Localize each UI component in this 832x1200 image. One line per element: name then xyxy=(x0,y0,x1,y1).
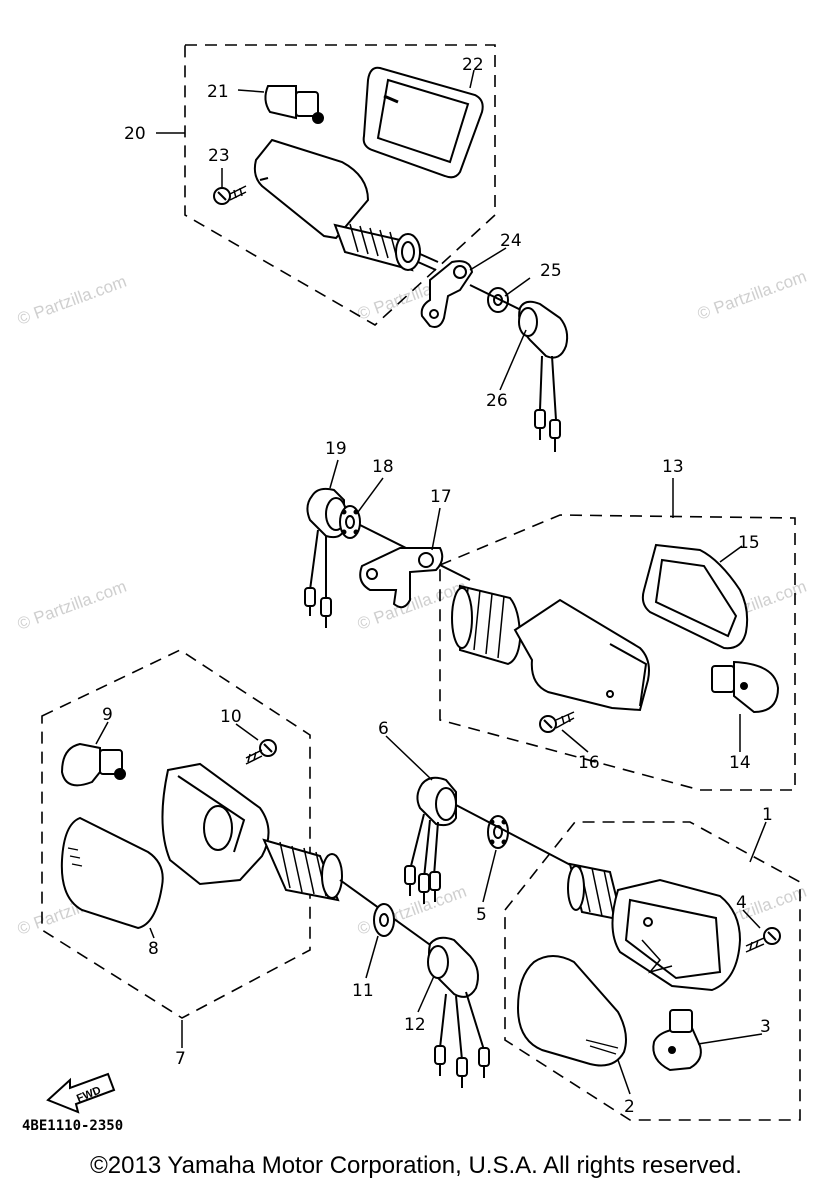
callout-20: 20 xyxy=(124,124,146,144)
bulb-3 xyxy=(652,1009,702,1072)
socket-19 xyxy=(304,487,347,628)
bracket-17 xyxy=(359,547,444,609)
callout-13: 13 xyxy=(662,457,684,477)
screw-16 xyxy=(539,711,575,733)
socket-12 xyxy=(427,936,490,1088)
housing-1 xyxy=(567,862,742,992)
callout-8: 8 xyxy=(148,939,159,959)
lens-15 xyxy=(641,543,749,650)
grommet-11 xyxy=(373,903,395,937)
bracket-24 xyxy=(420,260,474,328)
callout-26: 26 xyxy=(486,391,508,411)
callout-11: 11 xyxy=(352,981,374,1001)
callout-12: 12 xyxy=(404,1015,426,1035)
callout-22: 22 xyxy=(462,55,484,75)
screw-10 xyxy=(245,739,277,765)
lens-2 xyxy=(516,955,627,1067)
callout-16: 16 xyxy=(578,753,600,773)
leader-lines xyxy=(95,69,767,1095)
lens-22 xyxy=(362,66,484,179)
grommet-18 xyxy=(339,505,361,539)
callout-3: 3 xyxy=(760,1017,771,1037)
turn-signal-assembly-front-left xyxy=(404,776,801,1121)
housing-7 xyxy=(161,762,343,902)
copyright-notice: ©2013 Yamaha Motor Corporation, U.S.A. A… xyxy=(90,1152,742,1179)
callout-10: 10 xyxy=(220,707,242,727)
turn-signal-assembly-rear-left xyxy=(304,487,796,791)
turn-signal-assembly-rear-right xyxy=(184,44,569,452)
forward-arrow-icon: FWD xyxy=(46,1072,116,1114)
callout-25: 25 xyxy=(540,261,562,281)
callout-18: 18 xyxy=(372,457,394,477)
callout-4: 4 xyxy=(736,893,747,913)
callout-2: 2 xyxy=(624,1097,635,1117)
callout-9: 9 xyxy=(102,705,113,725)
diagram-code: 4BE1110-2350 xyxy=(22,1118,123,1134)
callout-24: 24 xyxy=(500,231,522,251)
bulb-14 xyxy=(711,660,780,714)
wiring-front-right xyxy=(339,879,490,1088)
bulb-21 xyxy=(264,85,324,124)
callout-6: 6 xyxy=(378,719,389,739)
callout-labels: 21 22 20 23 24 25 26 19 18 17 13 15 14 1… xyxy=(102,55,773,1117)
callout-21: 21 xyxy=(207,82,229,102)
screw-23 xyxy=(213,185,247,205)
callout-15: 15 xyxy=(738,533,760,553)
socket-26 xyxy=(518,300,569,452)
grommet-25 xyxy=(487,287,509,313)
callout-23: 23 xyxy=(208,146,230,166)
callout-19: 19 xyxy=(325,439,347,459)
housing-13 xyxy=(451,584,650,712)
grommet-5 xyxy=(487,815,509,849)
callout-5: 5 xyxy=(476,905,487,925)
housing-20 xyxy=(253,138,439,272)
turn-signal-assembly-front-right xyxy=(41,649,343,1019)
watermark: © Partzilla.com xyxy=(355,882,469,939)
callout-17: 17 xyxy=(430,487,452,507)
screw-4 xyxy=(745,927,781,953)
lens-8 xyxy=(60,816,164,930)
socket-6 xyxy=(404,776,457,904)
watermark: © Partzilla.com xyxy=(695,267,809,324)
callout-7: 7 xyxy=(175,1049,186,1069)
bulb-9 xyxy=(60,742,126,787)
watermark: © Partzilla.com xyxy=(15,577,129,634)
callout-14: 14 xyxy=(729,753,751,773)
watermark: © Partzilla.com xyxy=(15,272,129,329)
callout-1: 1 xyxy=(762,805,773,825)
